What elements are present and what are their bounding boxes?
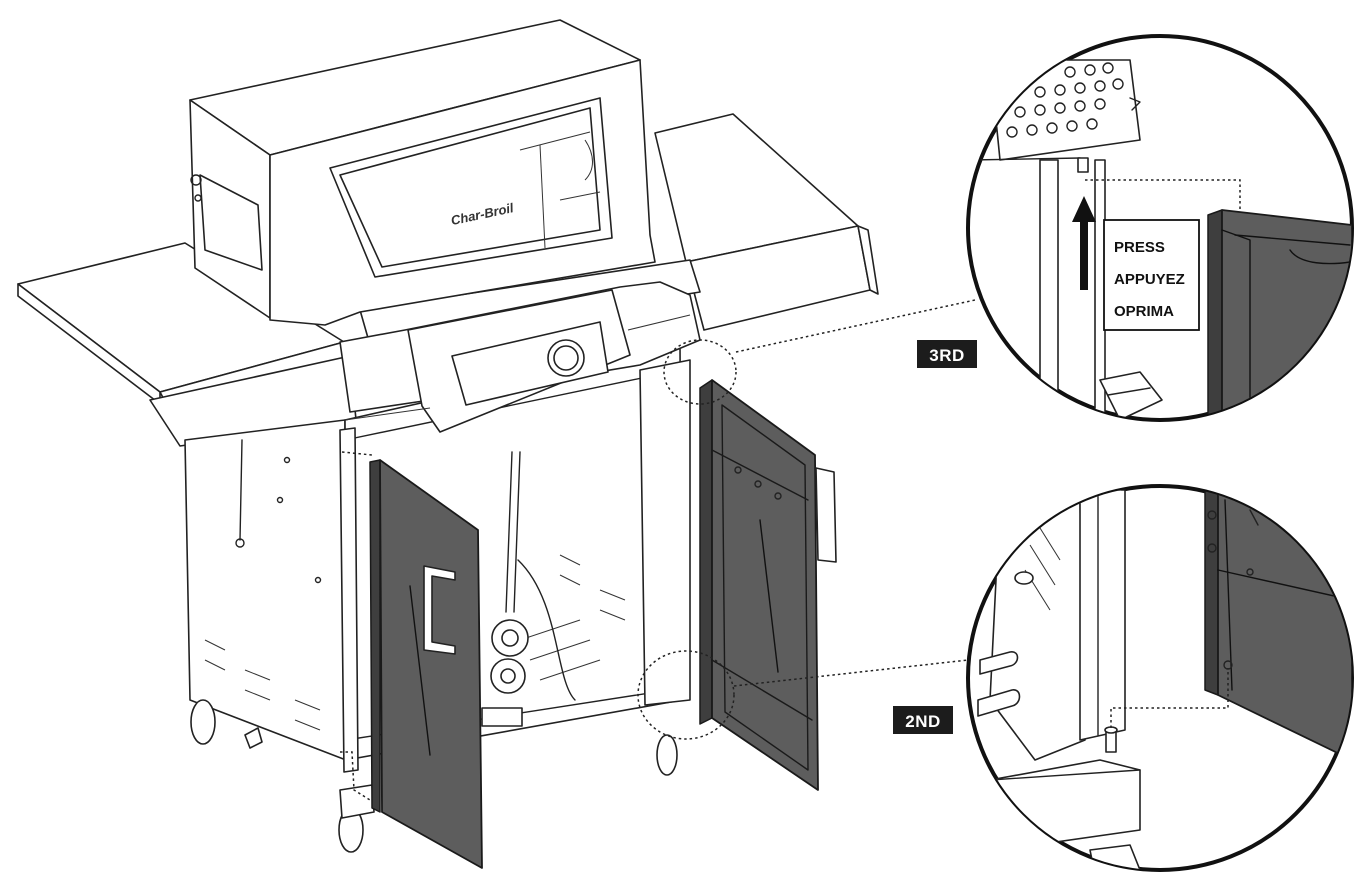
gas-regulator xyxy=(481,451,576,727)
detail-upper-hinge: PRESS APPUYEZ OPRIMA xyxy=(966,34,1354,422)
grill-illustration: Char-Broil xyxy=(17,19,879,869)
firebox xyxy=(339,259,701,433)
control-knob xyxy=(547,339,585,377)
caster-wheels xyxy=(190,699,678,853)
left-side-shelf xyxy=(17,242,357,447)
lower-hinge-callout xyxy=(637,650,735,740)
perforated-plate-holes xyxy=(1006,62,1124,138)
step-tag-third: 3RD xyxy=(917,340,977,368)
step-label-second: 2ND xyxy=(905,712,941,731)
instruction-appuyez: APPUYEZ xyxy=(1114,271,1185,288)
step-label-third: 3RD xyxy=(929,346,965,365)
instruction-oprima: OPRIMA xyxy=(1114,303,1174,320)
instruction-box xyxy=(1103,219,1200,331)
left-cabinet-door xyxy=(369,459,483,869)
step-tag-second: 2ND xyxy=(893,706,953,734)
right-cabinet-door xyxy=(699,379,837,791)
callout-leaders xyxy=(637,299,976,740)
detail-lower-hinge xyxy=(966,484,1354,872)
right-side-shelf xyxy=(654,113,879,331)
press-up-arrow xyxy=(1072,196,1096,290)
cart-cabinet xyxy=(184,344,691,773)
grill-lid xyxy=(189,19,656,326)
upper-hinge-callout xyxy=(663,339,737,405)
instruction-press: PRESS xyxy=(1114,239,1165,256)
